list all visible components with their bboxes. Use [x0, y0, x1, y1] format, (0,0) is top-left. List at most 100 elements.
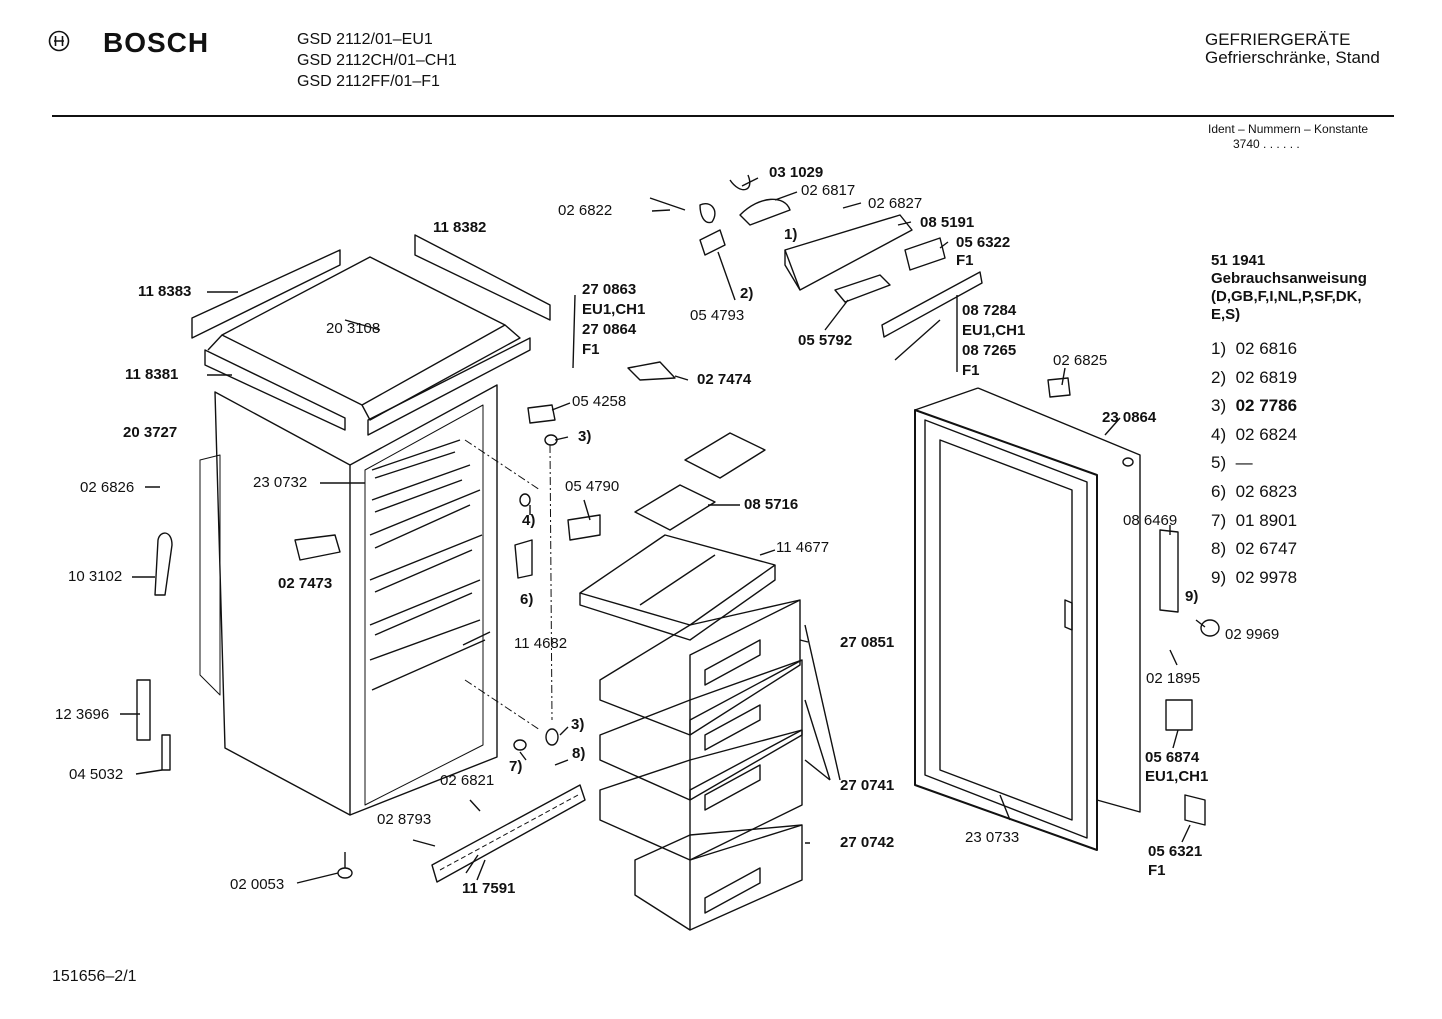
footnote-value: 02 6823 — [1235, 481, 1298, 501]
model-line: GSD 2112CH/01–CH1 — [297, 52, 457, 69]
note-marker: 7) — [509, 758, 523, 775]
part-label: 10 3102 — [68, 568, 123, 585]
drawer-4 — [634, 824, 803, 931]
note-marker: 2) — [740, 285, 754, 302]
part-label: 02 6826 — [80, 479, 135, 496]
part-label: 23 0732 — [253, 474, 308, 491]
footnote-key: 4) — [1211, 424, 1227, 444]
footnote-row: 1) 02 6816 — [1211, 335, 1297, 364]
model-line: GSD 2112/01–EU1 — [297, 31, 433, 48]
model-line: GSD 2112FF/01–F1 — [297, 73, 440, 90]
front-trim-strip — [204, 349, 346, 431]
part-label: 02 8793 — [377, 811, 432, 828]
footnote-key: 9) — [1211, 567, 1227, 587]
document-number: 151656–2/1 — [52, 968, 137, 985]
note-marker: 9) — [1185, 588, 1199, 605]
part-label: 11 8383 — [138, 283, 192, 300]
note-marker: 3) — [578, 428, 592, 445]
category-title: GEFRIERGERÄTE — [1205, 30, 1351, 49]
condenser — [199, 454, 221, 696]
footnote-value: 02 6819 — [1235, 367, 1298, 387]
part-label-group: 05 6321 F1 — [1148, 842, 1202, 880]
part-label: 11 8382 — [433, 219, 487, 236]
drawer-1 — [599, 599, 801, 736]
part-label: 08 5191 — [920, 214, 975, 231]
part-label: 27 0741 — [840, 777, 895, 794]
cabinet-body — [214, 391, 351, 816]
part-label: 27 0742 — [840, 834, 895, 851]
note-marker: 6) — [520, 591, 534, 608]
part-label: 20 3727 — [123, 424, 178, 441]
bottom-grille — [431, 784, 586, 883]
part-label: 02 6827 — [868, 195, 923, 212]
top-strip — [367, 337, 531, 436]
footnote-key: 2) — [1211, 367, 1227, 387]
part-label: 02 6822 — [558, 202, 613, 219]
footnote-list: 1) 02 6816 2) 02 6819 3) 02 7786 4) 02 6… — [1211, 335, 1297, 592]
part-label-group: 05 6874 EU1,CH1 — [1145, 748, 1208, 786]
note-marker: 4) — [522, 512, 536, 529]
part-label: 05 4258 — [572, 393, 627, 410]
footnote-value: 02 7786 — [1235, 396, 1298, 416]
part-label: 02 0053 — [230, 876, 285, 893]
ident-block: Ident – Nummern – Konstante 3740 . . . .… — [1208, 122, 1368, 152]
door-frame — [914, 409, 1098, 851]
footnote-row: 6) 02 6823 — [1211, 478, 1297, 507]
drawer-3 — [599, 729, 803, 861]
part-label: 11 4682 — [514, 635, 568, 652]
note-marker: 8) — [572, 745, 586, 762]
ident-value: 3740 . . . . . . — [1233, 137, 1300, 151]
part-label-group: 27 0863 EU1,CH1 27 0864 F1 — [582, 280, 645, 360]
model-list: GSD 2112/01–EU1 GSD 2112CH/01–CH1 GSD 21… — [297, 29, 457, 92]
part-label: EU1,CH1 — [962, 322, 1026, 339]
footnote-value: 02 6747 — [1235, 539, 1298, 559]
control-panel-strip — [881, 271, 983, 338]
footnote-row: 4) 02 6824 — [1211, 421, 1297, 450]
part-label: 05 5792 — [798, 332, 853, 349]
part-label: 05 6874 — [1145, 749, 1200, 766]
footnote-row: 5) — — [1211, 449, 1297, 478]
footnote-key: 1) — [1211, 339, 1227, 358]
footnote-row: 9) 02 9978 — [1211, 564, 1297, 593]
part-label: 04 5032 — [69, 766, 124, 783]
part-label: 27 0863 — [582, 281, 637, 298]
part-label-group: 08 7284 EU1,CH1 08 7265 F1 — [962, 301, 1025, 381]
footnote-value: 02 6816 — [1235, 339, 1298, 358]
footnote-key: 8) — [1211, 539, 1227, 559]
part-label: 11 7591 — [462, 880, 516, 897]
manual-languages: (D,GB,F,I,NL,P,SF,DK, — [1211, 288, 1362, 305]
footnote-key: 5) — [1211, 453, 1227, 473]
part-label: 08 7284 — [962, 302, 1017, 319]
manual-title: Gebrauchsanweisung — [1211, 270, 1367, 287]
footnote-value: 02 9978 — [1235, 567, 1298, 587]
manual-number: 51 1941 — [1211, 252, 1266, 269]
part-label: 02 1895 — [1146, 670, 1201, 687]
part-label: 02 9969 — [1225, 626, 1280, 643]
part-label: 23 0864 — [1102, 409, 1157, 426]
part-label: 05 6321 — [1148, 843, 1203, 860]
footnote-row: 2) 02 6819 — [1211, 364, 1297, 393]
footnote-value: 02 6824 — [1235, 424, 1298, 444]
footnote-key: 6) — [1211, 481, 1227, 501]
part-label: 05 6322 — [956, 234, 1011, 251]
ice-tray-lower — [634, 484, 716, 531]
part-label: 02 6825 — [1053, 352, 1108, 369]
part-label: 02 6821 — [440, 772, 495, 789]
footnote-key: 3) — [1211, 396, 1227, 416]
part-label: 08 5716 — [744, 496, 799, 513]
part-label: 03 1029 — [769, 164, 824, 181]
part-label: F1 — [582, 341, 600, 358]
part-label: F1 — [956, 252, 974, 269]
part-label: F1 — [962, 362, 980, 379]
note-marker: 1) — [784, 226, 798, 243]
footnote-row: 3) 02 7786 — [1211, 392, 1297, 421]
brand-name: BOSCH — [103, 27, 210, 58]
part-label: 02 7474 — [697, 371, 752, 388]
part-label: 23 0733 — [965, 829, 1020, 846]
ident-label: Ident – Nummern – Konstante — [1208, 122, 1369, 136]
header-divider — [52, 115, 1394, 117]
part-label: EU1,CH1 — [1145, 768, 1209, 785]
part-label: 02 6817 — [801, 182, 856, 199]
ice-tray-upper — [684, 432, 766, 479]
